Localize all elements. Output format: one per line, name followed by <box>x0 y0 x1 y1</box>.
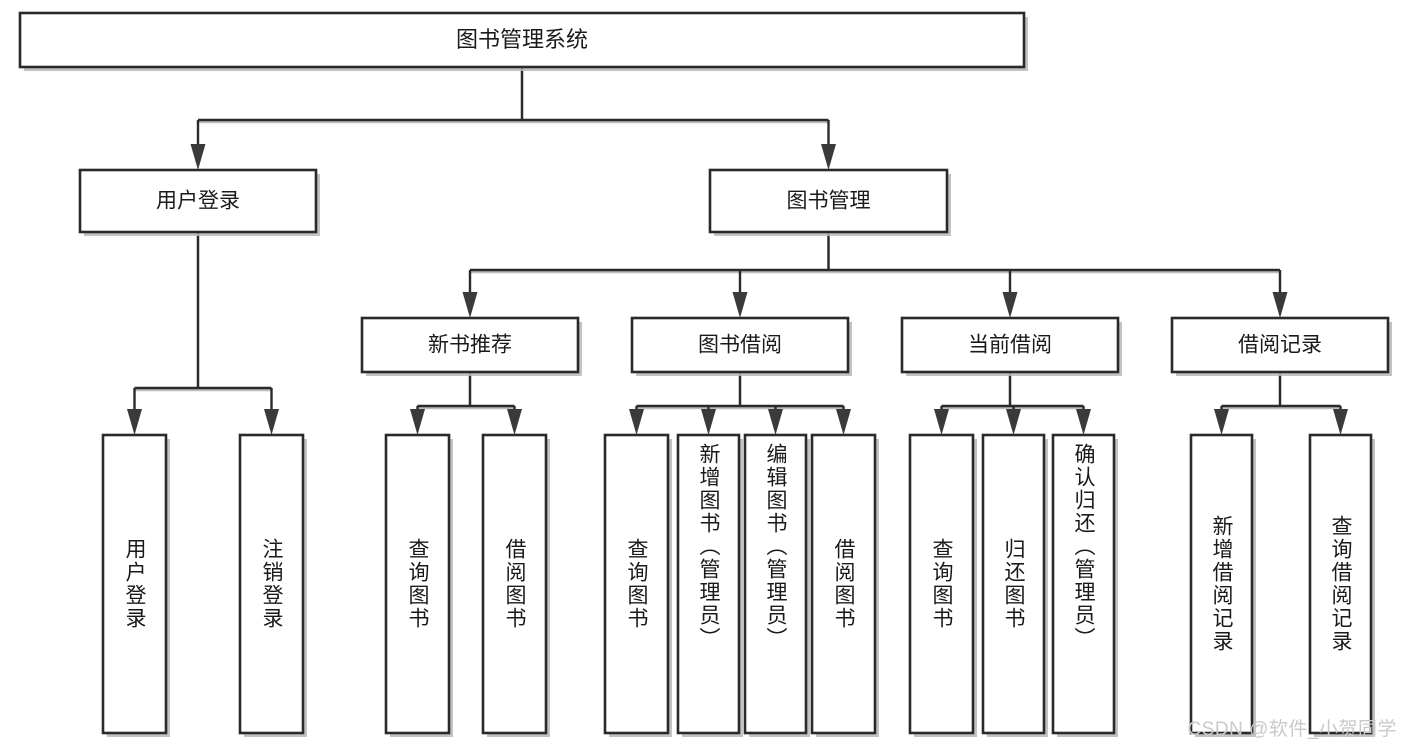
connector-arrowhead <box>836 409 851 435</box>
connector-arrowhead <box>264 409 279 435</box>
node-leaf-query-book-rec[interactable] <box>384 433 451 735</box>
connector-arrowhead <box>701 409 716 435</box>
connector-arrowhead <box>821 144 836 170</box>
connector-arrowhead <box>629 409 644 435</box>
node-leaf-query-book-borrow[interactable] <box>603 433 670 735</box>
connector-arrowhead <box>768 409 783 435</box>
node-user-login[interactable] <box>78 168 318 234</box>
node-borrow-record[interactable] <box>1170 316 1390 374</box>
node-leaf-add-record[interactable] <box>1189 433 1254 735</box>
node-leaf-logout[interactable] <box>238 433 305 735</box>
node-root[interactable] <box>18 11 1026 69</box>
node-leaf-borrow-book[interactable] <box>810 433 877 735</box>
connector-arrowhead <box>1076 409 1091 435</box>
connector-arrowhead <box>1272 292 1288 318</box>
node-new-book-rec[interactable] <box>360 316 580 374</box>
node-label: 当前借阅 <box>968 334 1052 357</box>
watermark-text: CSDN @软件_小贺同学 <box>1187 719 1397 740</box>
node-book-manage[interactable] <box>708 168 949 234</box>
connector-arrowhead <box>1333 409 1348 435</box>
node-leaf-edit-book[interactable] <box>743 433 808 735</box>
connector-arrowhead <box>934 409 949 435</box>
connector-arrowhead <box>1214 409 1229 435</box>
node-current-borrow[interactable] <box>900 316 1120 374</box>
node-leaf-confirm-return[interactable] <box>1051 433 1116 735</box>
node-leaf-return-book[interactable] <box>981 433 1046 735</box>
node-label: 用户登录 <box>156 190 240 213</box>
node-leaf-add-book[interactable] <box>676 433 741 735</box>
node-leaf-borrow-book-rec[interactable] <box>481 433 548 735</box>
node-leaf-query-record[interactable] <box>1308 433 1373 735</box>
node-label: 图书借阅 <box>698 334 782 357</box>
node-label: 图书管理系统 <box>456 27 588 52</box>
connector-arrowhead <box>1002 292 1018 318</box>
connector-arrowhead <box>190 144 206 170</box>
node-leaf-query-book-cur[interactable] <box>908 433 975 735</box>
node-label: 借阅记录 <box>1238 334 1322 357</box>
boxes-layer <box>18 11 1392 737</box>
connector-arrowhead <box>1006 409 1021 435</box>
node-book-borrow[interactable] <box>630 316 850 374</box>
node-label: 图书管理 <box>787 190 871 213</box>
connector-arrowhead <box>462 292 478 318</box>
node-label: 新书推荐 <box>428 334 512 357</box>
connector-arrowhead <box>507 409 522 435</box>
connector-arrowhead <box>732 292 748 318</box>
connectors-layer <box>127 67 1348 435</box>
node-leaf-user-login[interactable] <box>101 433 168 735</box>
connector-arrowhead <box>127 409 142 435</box>
connector-arrowhead <box>410 409 425 435</box>
